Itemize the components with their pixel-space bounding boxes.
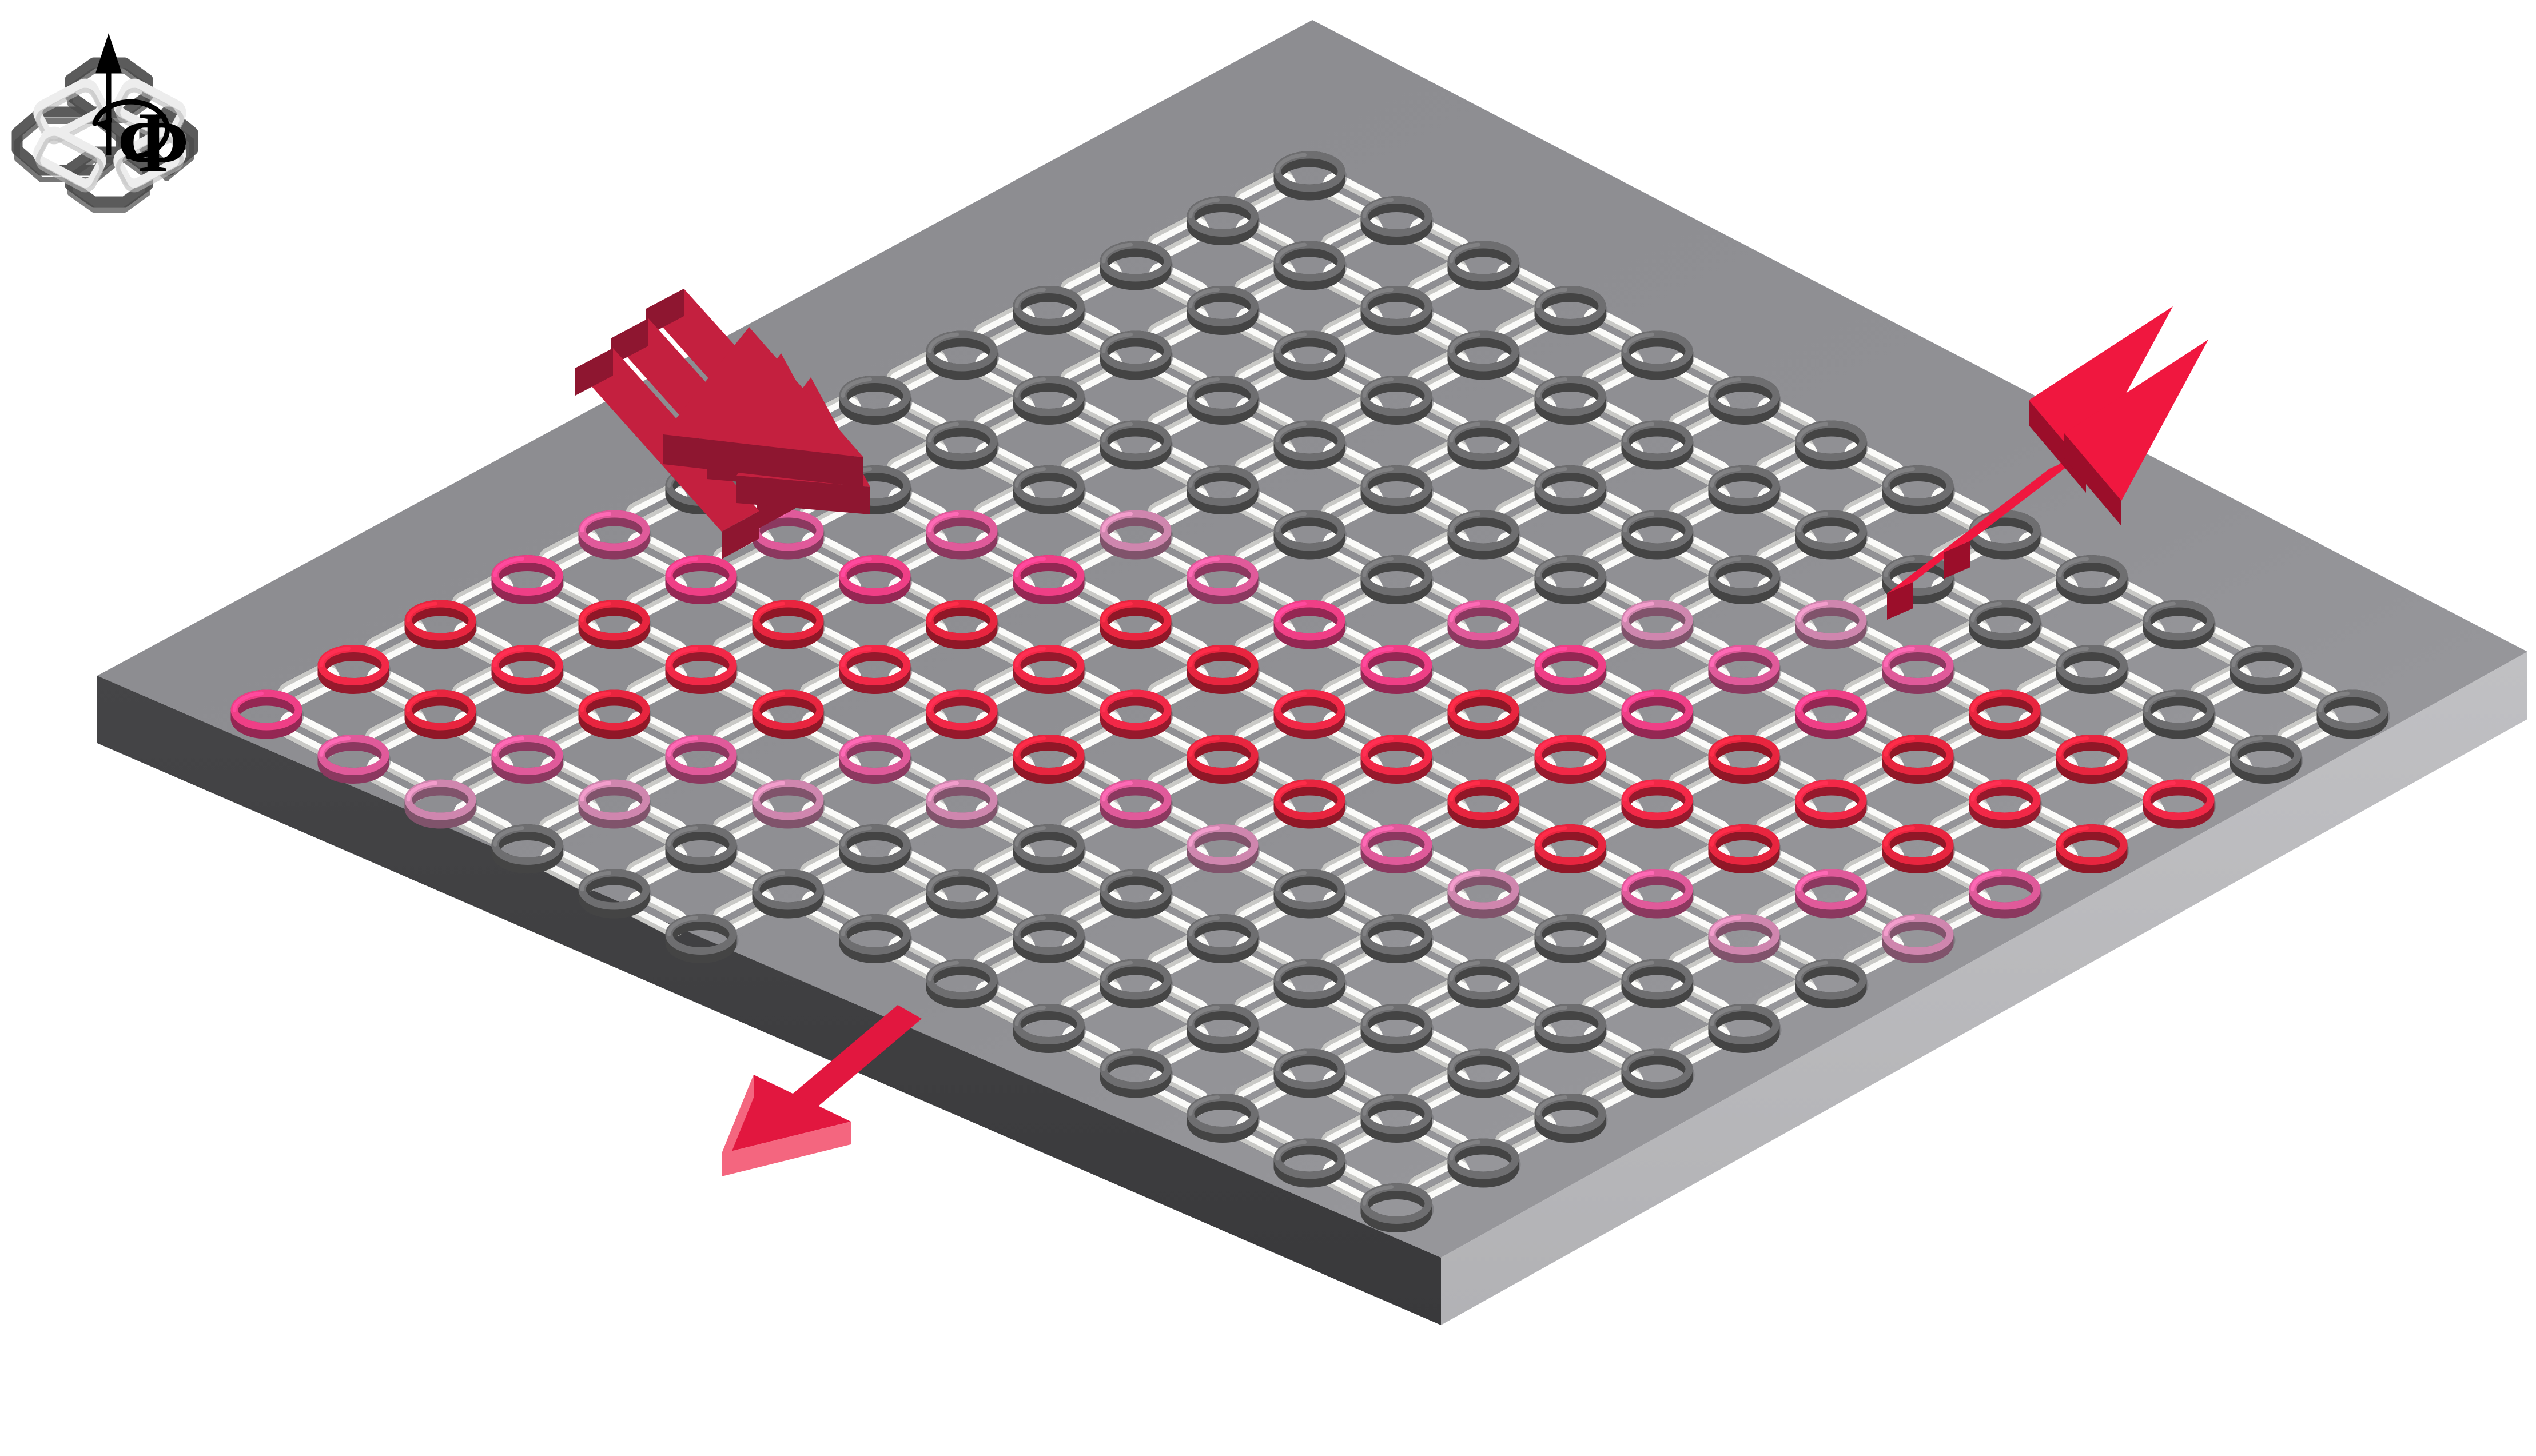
ring-resonator <box>1447 241 1521 290</box>
ring-resonator <box>2143 689 2216 739</box>
ring-resonator <box>578 510 652 560</box>
ring-resonator-array <box>230 151 2390 1232</box>
ring-resonator <box>1708 645 1782 694</box>
ring-resonator <box>1795 420 1869 470</box>
ring-resonator <box>2143 600 2216 649</box>
ring-resonator <box>926 330 1000 380</box>
ring-resonator <box>1534 376 1608 425</box>
ring-resonator <box>1100 420 1173 470</box>
ring-resonator <box>1534 555 1608 604</box>
ring-resonator <box>1360 196 1434 245</box>
ring-resonator <box>839 645 913 694</box>
ring-resonator <box>1621 420 1695 470</box>
ring-resonator <box>1708 376 1782 425</box>
ring-resonator <box>1447 510 1521 560</box>
ring-resonator <box>1969 689 2043 739</box>
ring-resonator <box>1882 465 1956 514</box>
ring-resonator <box>1013 645 1086 694</box>
ring-resonator <box>839 376 913 425</box>
ring-resonator <box>1882 645 1956 694</box>
ring-resonator <box>926 510 1000 560</box>
ring-resonator <box>317 645 391 694</box>
ring-resonator <box>1013 376 1086 425</box>
ring-resonator <box>1100 600 1173 649</box>
ring-resonator <box>1360 376 1434 425</box>
substrate-right-face <box>1441 652 2527 1325</box>
unit-cell-schematic: Φ <box>11 33 198 213</box>
ring-resonator <box>1013 286 1086 335</box>
ring-resonator <box>1708 465 1782 514</box>
ring-resonator <box>1100 241 1173 290</box>
ring-resonator <box>1882 555 1956 604</box>
link-southwest <box>33 126 106 193</box>
ring-resonator <box>1013 555 1086 604</box>
ring-resonator <box>1013 465 1086 514</box>
ring-resonator <box>1447 330 1521 380</box>
ring-resonator <box>2056 645 2129 694</box>
ring-resonator <box>752 600 826 649</box>
lattice-link <box>973 482 1036 529</box>
ring-resonator <box>1795 510 1869 560</box>
ring-resonator <box>1534 645 1608 694</box>
ring-resonator <box>1621 600 1695 649</box>
ring-resonator <box>1187 465 1260 514</box>
ring-resonator <box>1447 600 1521 649</box>
ring-resonator <box>1273 330 1347 380</box>
ring-resonator <box>1100 510 1173 560</box>
ring-resonator <box>1360 645 1434 694</box>
ring-resonator <box>1273 420 1347 470</box>
ring-resonator <box>1187 645 1260 694</box>
ring-resonator <box>839 555 913 604</box>
ring-resonator <box>1187 286 1260 335</box>
ring-resonator <box>1621 330 1695 380</box>
ring-resonator <box>404 600 478 649</box>
ring-resonator <box>1360 465 1434 514</box>
substrate-left-face <box>97 676 1441 1325</box>
ring-resonator <box>1273 600 1347 649</box>
ring-resonator <box>2316 689 2390 739</box>
ring-resonator <box>1795 600 1869 649</box>
ring-resonator <box>1273 510 1347 560</box>
ring-resonator <box>1969 510 2043 560</box>
ring-resonator <box>1447 420 1521 470</box>
ring-resonator <box>1969 600 2043 649</box>
ring-resonator <box>926 600 1000 649</box>
phi-label: Φ <box>117 94 189 190</box>
ring-resonator <box>578 600 652 649</box>
ring-resonator <box>665 645 739 694</box>
ring-resonator <box>1273 151 1347 201</box>
ring-resonator <box>1100 330 1173 380</box>
ring-resonator <box>1534 286 1608 335</box>
ring-resonator <box>2230 645 2303 694</box>
ring-resonator <box>1187 196 1260 245</box>
ring-resonator <box>665 555 739 604</box>
ring-resonator <box>1187 555 1260 604</box>
ring-resonator <box>491 555 565 604</box>
ring-resonator <box>1360 555 1434 604</box>
ring-resonator <box>1360 286 1434 335</box>
ring-resonator <box>1534 465 1608 514</box>
ring-resonator <box>491 645 565 694</box>
ring-resonator <box>1708 555 1782 604</box>
ring-resonator <box>1187 376 1260 425</box>
ring-resonator <box>1273 241 1347 290</box>
ring-resonator <box>1621 510 1695 560</box>
ring-resonator <box>926 420 1000 470</box>
ring-resonator <box>1795 689 1869 739</box>
ring-resonator <box>2056 555 2129 604</box>
